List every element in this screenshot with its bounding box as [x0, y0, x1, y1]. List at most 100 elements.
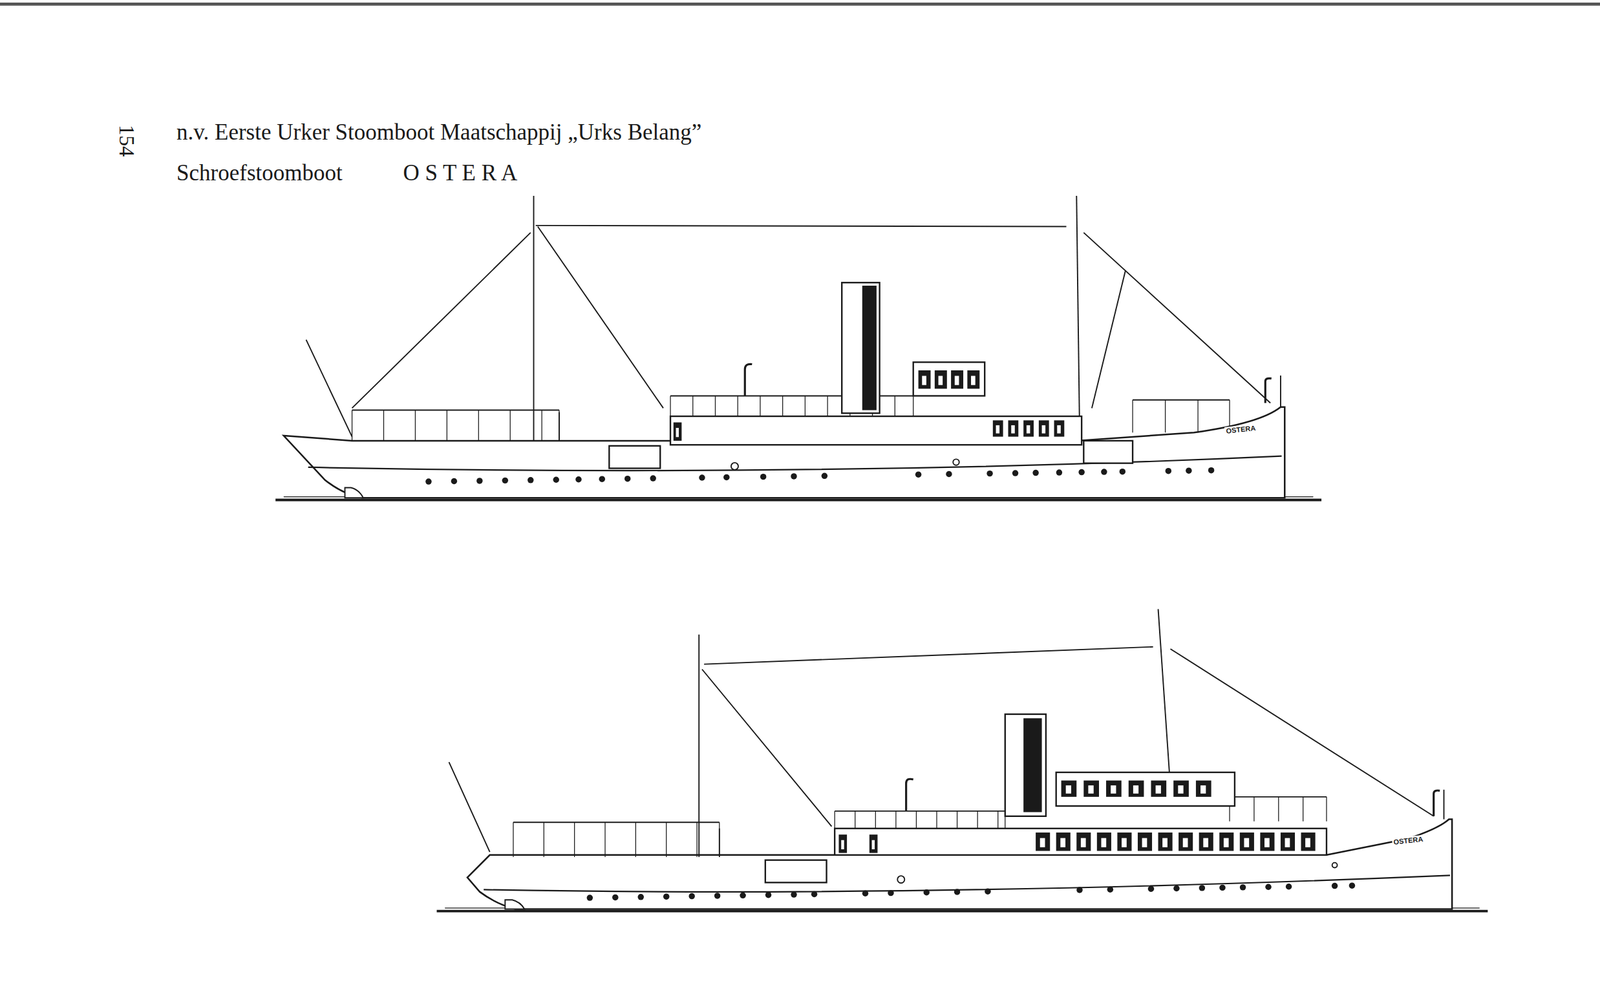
window — [1280, 832, 1295, 851]
window — [1239, 832, 1255, 851]
window — [1173, 780, 1189, 798]
stanchion — [696, 822, 697, 858]
window-glare — [1042, 425, 1046, 434]
deckhouse — [1005, 714, 1046, 817]
stanchion — [574, 822, 575, 858]
stanchion — [916, 811, 917, 829]
window-glare — [1088, 785, 1094, 794]
porthole — [502, 477, 509, 484]
porthole — [954, 888, 960, 895]
window-glare — [1133, 785, 1139, 794]
porthole — [984, 888, 991, 895]
window-glare — [1011, 425, 1015, 434]
waterline — [437, 910, 1489, 913]
porthole — [1012, 469, 1019, 476]
window — [934, 370, 948, 389]
porthole — [760, 473, 767, 480]
window-glare — [1264, 838, 1270, 848]
porthole — [1107, 886, 1114, 893]
window — [1023, 420, 1034, 437]
porthole — [663, 893, 670, 900]
window — [918, 370, 931, 389]
porthole — [1148, 885, 1154, 892]
ventilator — [744, 363, 752, 396]
deckhouse — [913, 362, 985, 396]
stanchion — [383, 410, 384, 441]
window — [1008, 420, 1019, 437]
porthole — [811, 891, 818, 898]
porthole — [553, 476, 560, 483]
stanchion — [1302, 797, 1304, 822]
window-glare — [1155, 785, 1162, 794]
window-glare — [996, 425, 1001, 434]
porthole — [790, 473, 797, 480]
rudder — [345, 488, 364, 499]
deckhouse — [1056, 772, 1235, 807]
mast-or-stay — [449, 762, 491, 853]
porthole — [1199, 885, 1206, 891]
window-glare — [1223, 838, 1229, 848]
window-glare — [872, 840, 875, 850]
porthole — [887, 890, 894, 896]
mast-or-stay — [352, 232, 531, 409]
porthole — [1056, 469, 1063, 476]
porthole — [1078, 469, 1085, 476]
hull — [467, 819, 1452, 910]
stanchion — [977, 811, 979, 829]
stanchion — [912, 395, 914, 417]
stanchion — [714, 395, 716, 417]
window-glare — [1305, 838, 1311, 848]
rail — [352, 409, 560, 412]
porthole — [1239, 884, 1246, 891]
rubbing-strake — [308, 456, 1282, 471]
stanchion — [834, 811, 836, 829]
window-glare — [1142, 838, 1148, 848]
stanchion — [1325, 797, 1327, 822]
window-glare — [1285, 838, 1291, 848]
window — [1083, 780, 1099, 798]
porthole — [915, 471, 922, 478]
hawse — [897, 875, 905, 884]
mast-or-stay — [533, 195, 535, 441]
ventilator — [1265, 378, 1271, 403]
rail — [834, 810, 1006, 812]
porthole — [862, 890, 869, 897]
window — [1137, 832, 1152, 851]
stanchion — [1197, 400, 1198, 434]
window-glare — [938, 376, 944, 386]
stanchion — [894, 395, 896, 417]
porthole — [612, 894, 619, 901]
window-glare — [676, 427, 679, 438]
mast-or-stay — [306, 340, 353, 438]
window — [1038, 420, 1050, 437]
window — [1158, 832, 1173, 851]
stanchion — [1253, 797, 1255, 822]
window — [1199, 832, 1214, 851]
porthole — [698, 474, 705, 481]
subtitle: Schroefstoomboot — [176, 160, 343, 187]
stanchion — [478, 410, 480, 441]
porthole — [599, 475, 606, 482]
waterline — [275, 499, 1322, 502]
stanchion — [759, 395, 761, 417]
porthole — [765, 892, 772, 898]
stanchion — [737, 395, 739, 417]
window — [1128, 780, 1145, 798]
deckhouse — [1083, 440, 1133, 464]
window-glare — [1056, 425, 1061, 434]
stanchion — [826, 395, 828, 417]
porthole — [638, 894, 644, 900]
window — [1054, 420, 1065, 437]
window — [1106, 780, 1122, 798]
window-glare — [921, 376, 927, 386]
stanchion — [635, 822, 637, 858]
stanchion — [446, 410, 448, 441]
porthole — [1208, 467, 1215, 474]
window-glare — [1243, 838, 1249, 848]
porthole — [945, 471, 952, 478]
mast-or-stay — [1170, 649, 1434, 817]
funnel-shade — [1023, 718, 1042, 812]
porthole — [1285, 883, 1292, 890]
window — [1061, 780, 1078, 798]
